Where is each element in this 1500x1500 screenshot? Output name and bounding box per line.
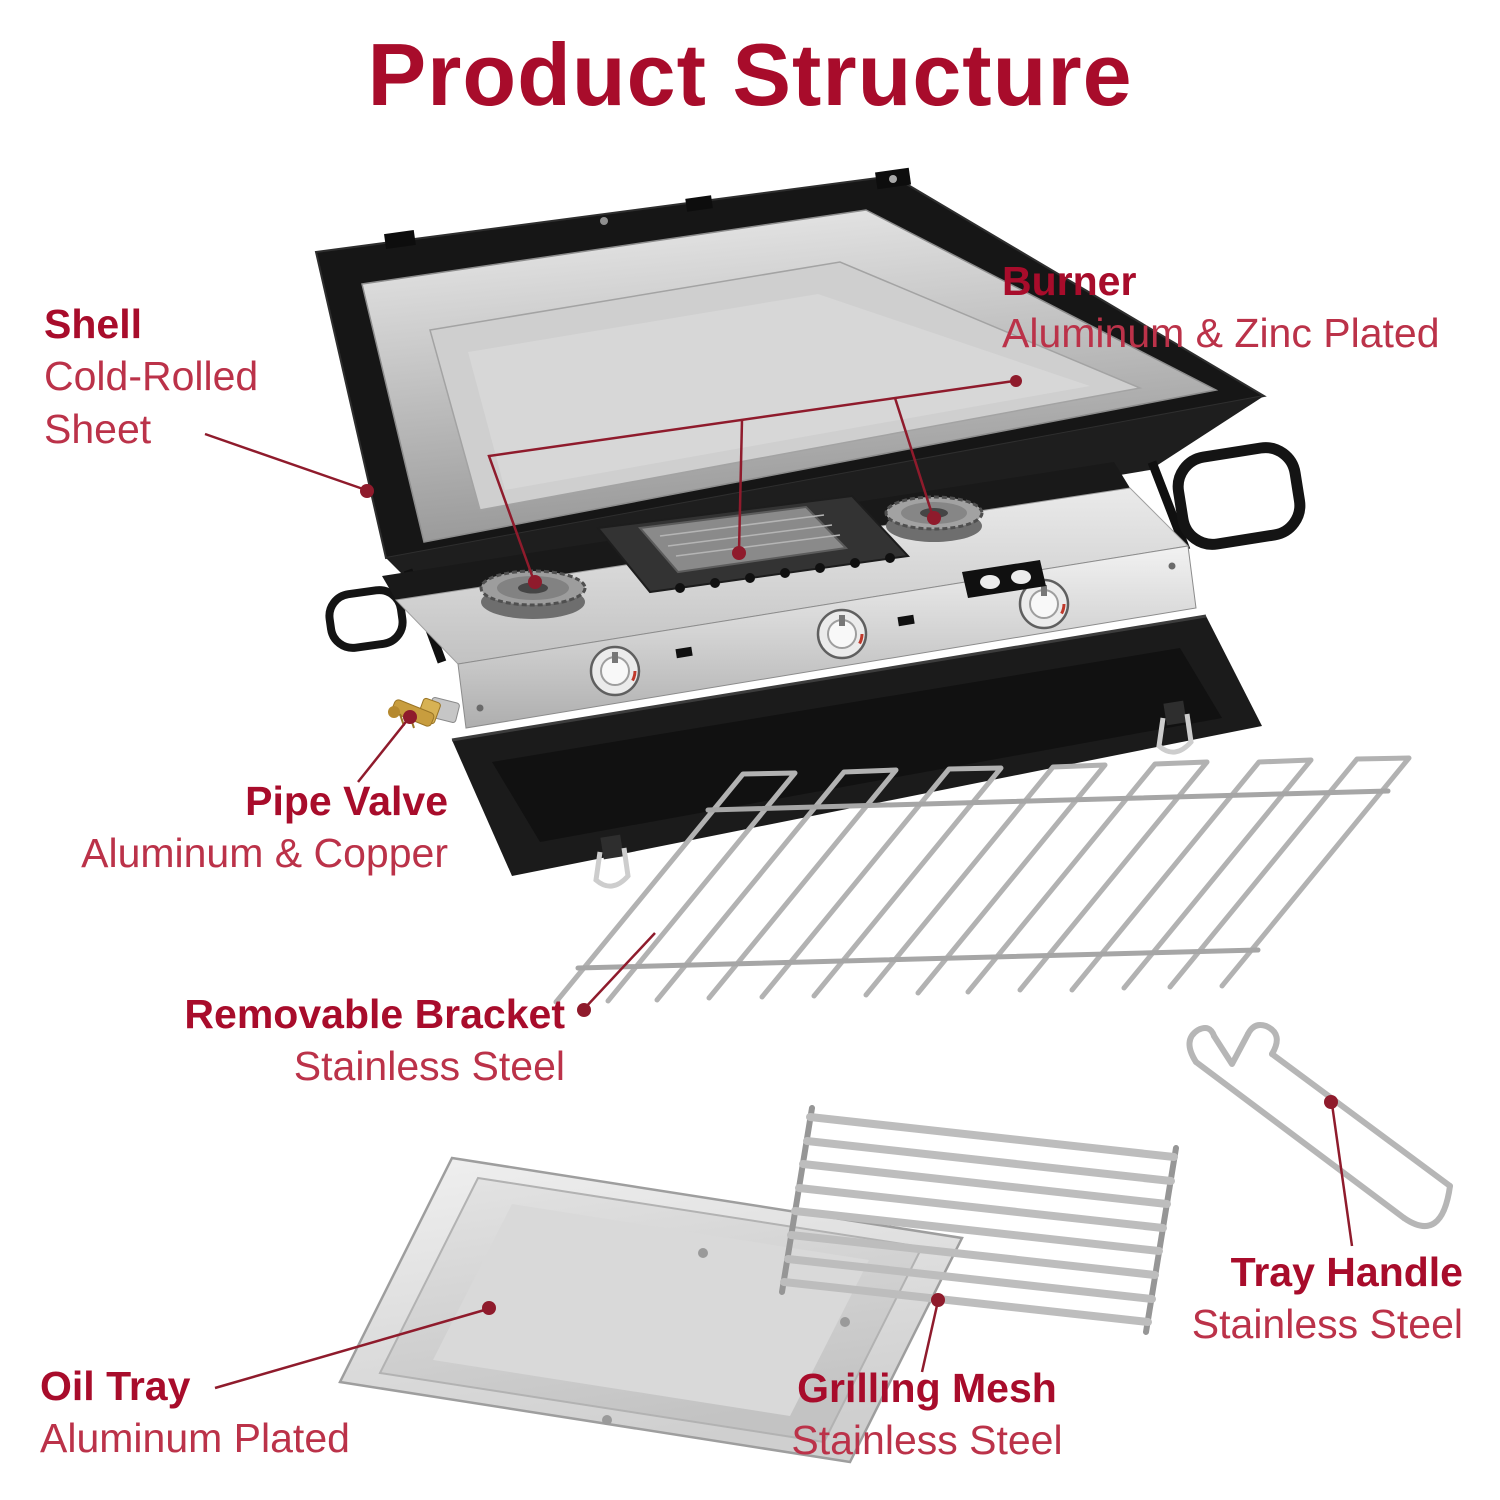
side-handle-right — [1172, 442, 1306, 550]
grilling-mesh-name: Grilling Mesh — [797, 1365, 1057, 1411]
shell-leader-dot — [360, 484, 374, 498]
hinge-strut-right — [1147, 460, 1191, 552]
shell-desc-line2: Sheet — [44, 405, 152, 452]
handle-dot — [1324, 1095, 1338, 1109]
label-oil-tray: Oil Tray Aluminum Plated — [40, 1360, 350, 1465]
indicator-buttons — [962, 560, 1046, 598]
label-burner: Burner Aluminum & Zinc Plated — [1002, 255, 1440, 360]
label-grilling-mesh: Grilling Mesh Stainless Steel — [762, 1362, 1092, 1467]
latch-right — [1156, 700, 1194, 755]
pipe-valve-leader-line — [357, 717, 410, 783]
control-knob — [816, 608, 868, 660]
side-handle-left — [325, 586, 407, 652]
burner-leader-origin-dot — [1010, 375, 1022, 387]
shell-name: Shell — [44, 301, 142, 347]
burner-leader-branch-right — [893, 397, 935, 518]
grill-plate — [596, 494, 911, 594]
base-tray — [451, 614, 1262, 889]
pipe-valve-name: Pipe Valve — [245, 778, 448, 824]
removable-bracket-name: Removable Bracket — [184, 991, 565, 1037]
mesh-dot — [931, 1293, 945, 1307]
pipe-valve — [388, 697, 460, 729]
ignition-switch — [675, 646, 693, 659]
grilling-mesh — [779, 1105, 1179, 1335]
removable-bracket-desc: Stainless Steel — [293, 1043, 565, 1090]
page-title: Product Structure — [367, 25, 1133, 124]
stove-body — [314, 167, 1306, 889]
lid-shell — [314, 167, 1267, 560]
latch-front — [593, 834, 631, 889]
oil-tray-dot — [482, 1301, 496, 1315]
leader-lines — [204, 375, 1354, 1390]
label-shell: Shell Cold-Rolled Sheet — [44, 298, 258, 455]
tray-handle — [1186, 1022, 1453, 1230]
burner-center-dot — [732, 546, 746, 560]
oil-tray-leader-line — [214, 1307, 489, 1390]
bracket-dot — [577, 1003, 591, 1017]
burner-leader-main — [487, 379, 1015, 582]
burner-left-dot — [528, 575, 542, 589]
burner-desc: Aluminum & Zinc Plated — [1002, 310, 1440, 357]
shell-leader-line — [204, 432, 367, 492]
control-knob — [1018, 578, 1070, 630]
burner-leader-branch-center — [737, 419, 744, 553]
label-tray-handle: Tray Handle Stainless Steel — [1143, 1246, 1463, 1351]
control-panel — [476, 560, 1176, 712]
oil-tray-name: Oil Tray — [40, 1363, 191, 1409]
ignition-switch — [897, 614, 915, 627]
removable-bracket — [553, 755, 1412, 1005]
bracket-leader-line — [583, 932, 656, 1010]
tray-handle-desc: Stainless Steel — [1191, 1301, 1463, 1348]
burner-name: Burner — [1002, 258, 1137, 304]
label-pipe-valve: Pipe Valve Aluminum & Copper — [30, 775, 448, 880]
tray-handle-name: Tray Handle — [1230, 1249, 1463, 1295]
grilling-mesh-desc: Stainless Steel — [791, 1417, 1063, 1464]
pipe-valve-dot — [403, 710, 417, 724]
oil-tray-desc: Aluminum Plated — [40, 1415, 350, 1462]
pipe-valve-desc: Aluminum & Copper — [81, 830, 448, 877]
control-knob — [589, 645, 641, 697]
label-removable-bracket: Removable Bracket Stainless Steel — [120, 988, 565, 1093]
mesh-leader-line — [920, 1300, 940, 1373]
shell-desc-line1: Cold-Rolled — [44, 353, 259, 400]
handle-leader-line — [1330, 1103, 1354, 1247]
burner-right-dot — [927, 511, 941, 525]
